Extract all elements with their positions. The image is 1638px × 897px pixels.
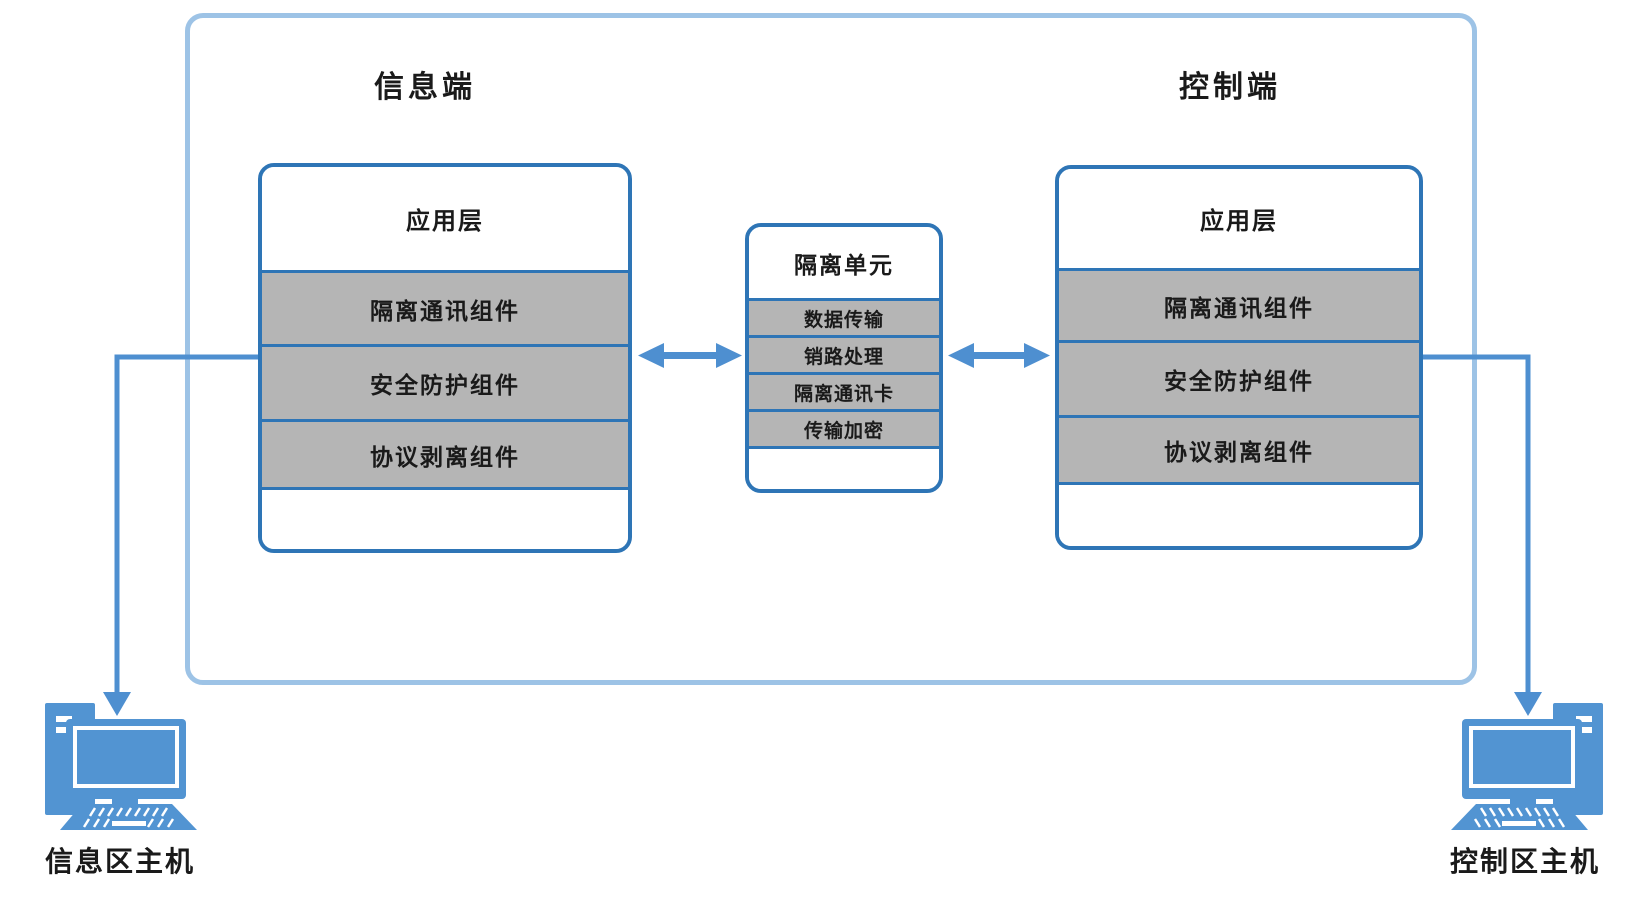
down-arrowhead-icon xyxy=(103,692,131,716)
control-app-layer-title: 应用层 xyxy=(1059,169,1419,268)
unit-to-control-arrow-icon xyxy=(948,343,1050,368)
info-to-unit-arrow-icon xyxy=(638,343,742,368)
isolation-unit-title: 隔离单元 xyxy=(749,227,939,298)
control-side-app-layer-box: 应用层 隔离通讯组件 安全防护组件 协议剥离组件 xyxy=(1055,165,1423,550)
unit-row-transfer-encrypt: 传输加密 xyxy=(749,409,939,446)
unit-box-footer xyxy=(749,446,939,489)
info-side-app-layer-box: 应用层 隔离通讯组件 安全防护组件 协议剥离组件 xyxy=(258,163,632,553)
info-host-label: 信息区主机 xyxy=(44,846,195,877)
control-row-protocol-strip: 协议剥离组件 xyxy=(1059,415,1419,482)
info-app-layer-title: 应用层 xyxy=(262,167,628,270)
outer-enclosure-frame xyxy=(185,13,1477,685)
info-box-footer xyxy=(262,487,628,549)
info-side-title: 信息端 xyxy=(374,71,476,104)
control-side-title: 控制端 xyxy=(1179,71,1281,104)
unit-row-data-transfer: 数据传输 xyxy=(749,298,939,335)
isolation-unit-box: 隔离单元 数据传输 销路处理 隔离通讯卡 传输加密 xyxy=(745,223,943,493)
control-box-to-host-connector xyxy=(1423,354,1542,716)
info-row-protocol-strip: 协议剥离组件 xyxy=(262,419,628,487)
unit-row-isolation-card: 隔离通讯卡 xyxy=(749,372,939,409)
control-host-label: 控制区主机 xyxy=(1449,846,1600,877)
info-row-isolation-comm: 隔离通讯组件 xyxy=(262,270,628,344)
control-host-computer-icon xyxy=(1451,703,1603,830)
down-arrowhead-icon xyxy=(1514,692,1542,716)
info-row-security-protect: 安全防护组件 xyxy=(262,344,628,419)
control-box-footer xyxy=(1059,482,1419,546)
control-row-security-protect: 安全防护组件 xyxy=(1059,340,1419,415)
control-row-isolation-comm: 隔离通讯组件 xyxy=(1059,268,1419,340)
info-box-to-host-connector xyxy=(103,354,258,716)
info-host-computer-icon xyxy=(45,703,197,830)
unit-row-link-processing: 销路处理 xyxy=(749,335,939,372)
